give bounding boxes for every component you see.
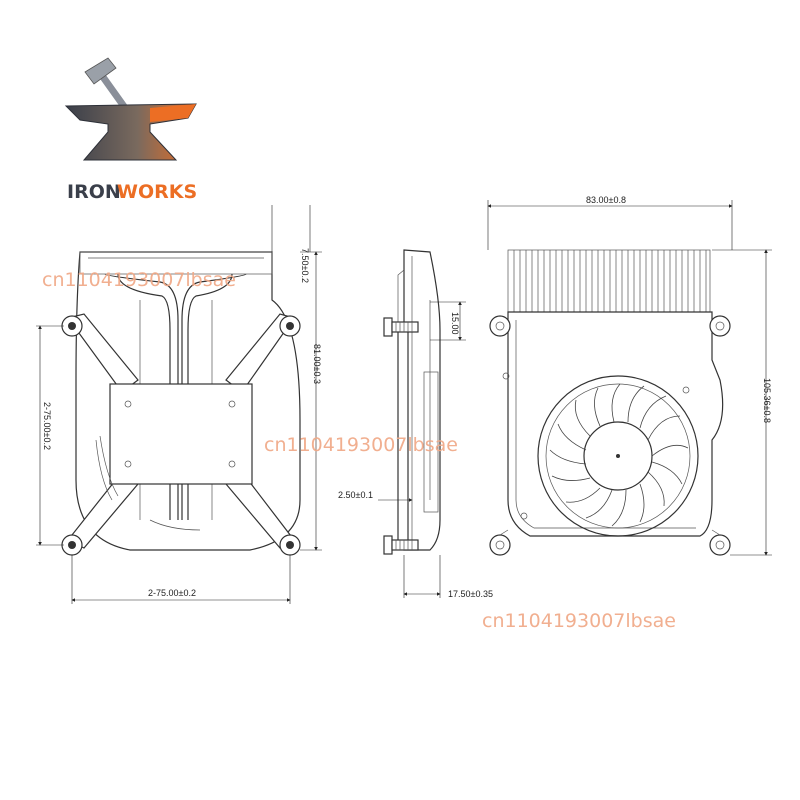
- fan-screw-bottom-left: [489, 534, 511, 556]
- screw-top-left: [61, 315, 83, 337]
- logo-word-dark: IRON: [67, 181, 121, 203]
- logo: IRON WORKS: [64, 57, 197, 203]
- front-view-heatsink: [61, 251, 301, 556]
- front-view-dimensions: 7.50±0.2 81.00±0.3 2-75.00±0.2 2-75.00±0…: [36, 205, 322, 604]
- screw-top-right: [279, 315, 301, 337]
- side-view: [383, 249, 441, 555]
- fan-screw-top-left: [489, 315, 511, 337]
- dim-hole-horizontal: 2-75.00±0.2: [148, 588, 196, 598]
- side-screw-bottom: [383, 535, 419, 555]
- dim-height-81: 81.00±0.3: [312, 344, 322, 384]
- rear-view-fan: [489, 249, 731, 556]
- fan-screw-top-right: [709, 315, 731, 337]
- side-screw-top: [383, 317, 419, 337]
- dim-fan-height: 105.36±0.8: [762, 378, 772, 423]
- dim-fin-offset: 7.50±0.2: [300, 248, 310, 283]
- side-view-dimensions: 15.00 2.50±0.1 17.50±0.35: [338, 301, 493, 599]
- dim-side-17-50: 17.50±0.35: [448, 589, 493, 599]
- screw-bottom-left: [61, 534, 83, 556]
- watermark-3: cn1104193007lbsae: [482, 610, 676, 632]
- dim-side-2-50: 2.50±0.1: [338, 490, 373, 500]
- fan-blades: [549, 383, 689, 527]
- rear-view-dimensions: 83.00±0.8 105.36±0.8: [487, 195, 772, 556]
- fin-array: [513, 250, 707, 312]
- dim-side-15: 15.00: [450, 312, 460, 335]
- dim-hole-vertical: 2-75.00±0.2: [42, 402, 52, 450]
- anvil-hammer-icon: [64, 57, 197, 161]
- logo-word-accent: WORKS: [117, 181, 197, 203]
- screw-bottom-right: [279, 534, 301, 556]
- watermark-1: cn1104193007lbsae: [42, 269, 236, 291]
- dim-fan-width: 83.00±0.8: [586, 195, 626, 205]
- watermark-2: cn1104193007lbsae: [264, 434, 458, 456]
- fan-screw-bottom-right: [709, 534, 731, 556]
